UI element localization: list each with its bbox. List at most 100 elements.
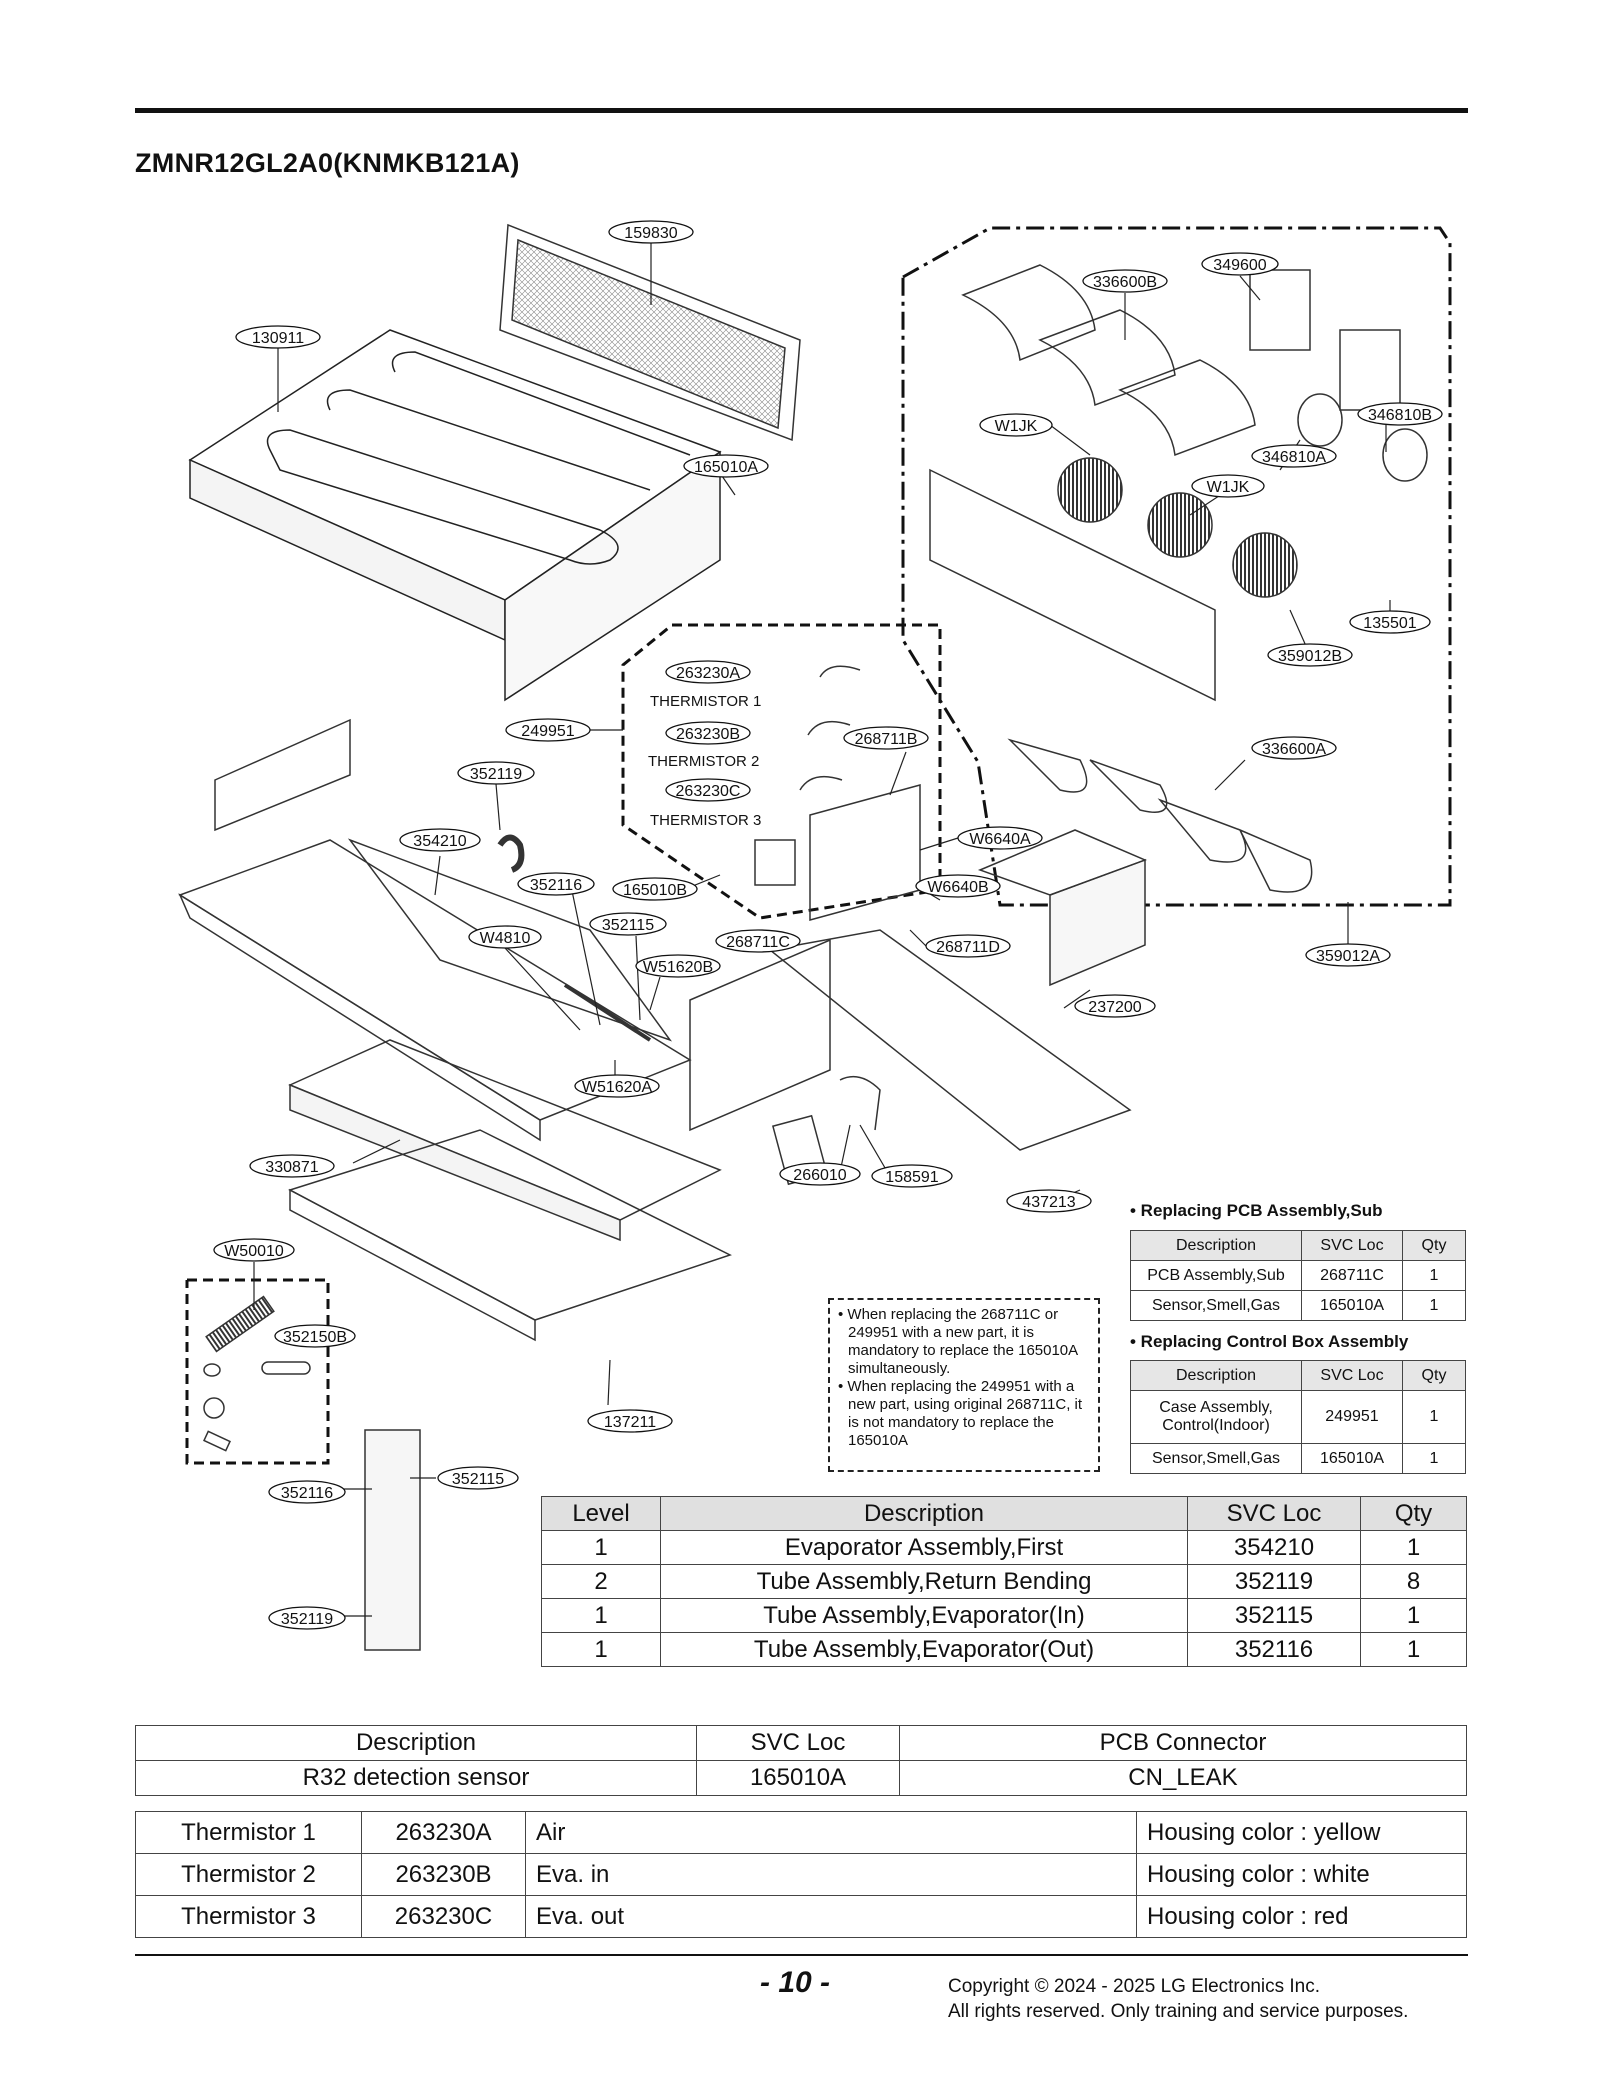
table-cell: 249951 [1301, 1390, 1403, 1444]
callout-label: 354210 [413, 833, 466, 850]
callout: 165010A [683, 454, 769, 478]
callout: W4810 [468, 925, 542, 949]
pcb-sub-heading: • Replacing PCB Assembly,Sub [1130, 1201, 1383, 1220]
table-header: Level [541, 1496, 661, 1531]
table-cell: Housing color : red [1136, 1895, 1467, 1938]
table-cell: 1 [1402, 1390, 1466, 1444]
table-cell: Thermistor 2 [135, 1853, 362, 1896]
table-header: Qty [1360, 1496, 1467, 1531]
table-cell: 354210 [1187, 1530, 1361, 1565]
callout-label: 165010A [694, 459, 758, 476]
callout: 158591 [871, 1164, 953, 1188]
callout-label: W4810 [480, 930, 531, 947]
table-cell: 165010A [696, 1760, 900, 1796]
table-cell: 2 [541, 1564, 661, 1599]
table-row: Case Assembly, Control(Indoor) 249951 1 [1130, 1390, 1466, 1444]
note-line: • When replacing the 268711C or 249951 w… [838, 1306, 1078, 1377]
table-cell: 165010A [1301, 1443, 1403, 1474]
table-cell: CN_LEAK [899, 1760, 1467, 1796]
table-header: SVC Loc [1301, 1230, 1403, 1261]
copyright-line: All rights reserved. Only training and s… [948, 2001, 1409, 2022]
table-cell: 1 [541, 1598, 661, 1633]
callout: W51620A [574, 1074, 660, 1098]
callout: 437213 [1006, 1189, 1092, 1213]
table-row: Thermistor 1 263230A Air Housing color :… [135, 1811, 1467, 1854]
callout-label: 336600B [1093, 274, 1157, 291]
table-cell: 1 [1402, 1443, 1466, 1474]
callout: 165010B [612, 877, 698, 901]
table-header: Description [1130, 1230, 1302, 1261]
table-cell: Evaporator Assembly,First [660, 1530, 1188, 1565]
callout-label: 268711D [936, 939, 1000, 956]
table-row: 1 Tube Assembly,Evaporator(In) 352115 1 [541, 1598, 1467, 1633]
callout-label: 159830 [624, 225, 677, 242]
table-header: Description [660, 1496, 1188, 1531]
table-cell: R32 detection sensor [135, 1760, 697, 1796]
callout: 263230A [665, 660, 751, 684]
table-header-row: Description SVC Loc Qty [1130, 1360, 1466, 1391]
evaporator-table: Level Description SVC Loc Qty 1 Evaporat… [541, 1496, 1467, 1667]
callout: 137211 [587, 1409, 673, 1433]
table-row: 1 Evaporator Assembly,First 354210 1 [541, 1530, 1467, 1565]
callout: 352115 [589, 912, 667, 936]
table-cell: Housing color : yellow [1136, 1811, 1467, 1854]
table-cell: Tube Assembly,Evaporator(In) [660, 1598, 1188, 1633]
callout: W50010 [213, 1238, 295, 1262]
callout: 263230C [665, 778, 751, 802]
callout-label: 359012A [1316, 948, 1380, 965]
control-box-table: Description SVC Loc Qty Case Assembly, C… [1130, 1360, 1466, 1474]
page-number: - 10 - [760, 1966, 831, 1999]
callout-label: 352115 [452, 1471, 504, 1488]
table-row: 2 Tube Assembly,Return Bending 352119 8 [541, 1564, 1467, 1599]
callout-label: 158591 [885, 1169, 938, 1186]
fan-assembly-region [901, 226, 1452, 907]
evaporator-assembly [178, 718, 1148, 1651]
callout-label: 352119 [281, 1611, 333, 1628]
callout-label: 346810A [1262, 449, 1326, 466]
callout-label: 330871 [265, 1159, 318, 1176]
callout-label: 359012B [1278, 648, 1342, 665]
table-header: SVC Loc [1301, 1360, 1403, 1391]
callout-label: 352116 [530, 877, 582, 894]
control-box-heading: • Replacing Control Box Assembly [1130, 1332, 1409, 1351]
callout-label: W1JK [1207, 479, 1250, 496]
callout-label: 263230B [676, 726, 740, 743]
top-rule [135, 108, 1468, 113]
table-cell: 263230C [361, 1895, 526, 1938]
callout: 352116 [268, 1480, 346, 1504]
callout-label: W1JK [995, 418, 1038, 435]
callout-label: 352150B [283, 1329, 347, 1346]
table-cell: PCB Assembly,Sub [1130, 1260, 1302, 1291]
replacement-note: • When replacing the 268711C or 249951 w… [828, 1298, 1100, 1472]
callout-label: W50010 [224, 1243, 284, 1260]
table-cell: 352115 [1187, 1598, 1361, 1633]
thermistor-label: THERMISTOR 3 [650, 812, 761, 829]
callout: 352115 [437, 1466, 519, 1490]
callout: 346810B [1357, 402, 1443, 426]
callout-label: 249951 [521, 723, 574, 740]
callout-label: 165010B [623, 882, 687, 899]
callout-label: W51620A [582, 1079, 653, 1096]
callout: 352119 [268, 1606, 346, 1630]
table-cell: Eva. in [525, 1853, 1137, 1896]
callout: 249951 [505, 718, 591, 742]
table-header-row: Description SVC Loc PCB Connector [135, 1725, 1467, 1761]
table-cell: Case Assembly, Control(Indoor) [1130, 1390, 1302, 1444]
callout: 359012A [1305, 943, 1391, 967]
table-cell: 165010A [1301, 1290, 1403, 1321]
table-header: Qty [1402, 1230, 1466, 1261]
pcb-sub-table: Description SVC Loc Qty PCB Assembly,Sub… [1130, 1230, 1466, 1321]
callout: 266010 [779, 1162, 861, 1186]
callout-label: 263230C [676, 783, 741, 800]
callout-label: 349600 [1213, 257, 1266, 274]
fan-plate [929, 468, 1313, 893]
table-cell: Sensor,Smell,Gas [1130, 1443, 1302, 1474]
table-cell: 1 [541, 1530, 661, 1565]
table-header-row: Description SVC Loc Qty [1130, 1230, 1466, 1261]
callout: W1JK [979, 413, 1053, 437]
copyright: Copyright © 2024 - 2025 LG Electronics I… [948, 1974, 1408, 2024]
callout: 346810A [1251, 444, 1337, 468]
sensor-table: Description SVC Loc PCB Connector R32 de… [135, 1725, 1467, 1796]
control-box [754, 665, 921, 921]
callout: 268711B [843, 726, 929, 750]
